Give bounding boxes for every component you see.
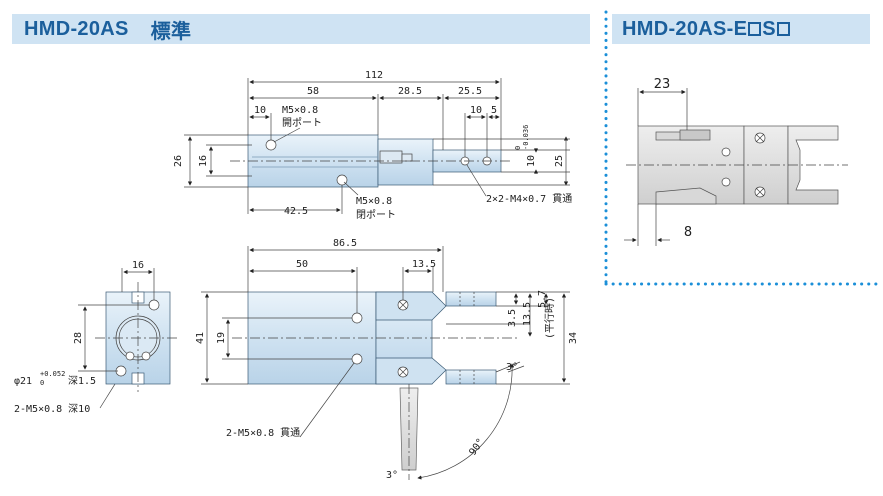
dim-side-5-7: 5.7 <box>537 290 548 308</box>
dim-side-13-5: 13.5 <box>412 259 436 270</box>
angle-90: 90° <box>467 437 486 458</box>
dim-side-19: 19 <box>216 332 227 344</box>
option-view <box>624 88 848 246</box>
dim-top-26: 26 <box>173 155 184 167</box>
bore-depth: 深1.5 <box>68 375 96 387</box>
angle-3-top: 3° <box>506 362 518 373</box>
header-option: HMD-20AS-E S <box>612 14 870 44</box>
dim-side-3-5: 3.5 <box>507 309 518 327</box>
variant-label: 標準 <box>150 20 192 43</box>
port-close-label: M5×0.8 <box>356 196 392 207</box>
option-mid: S <box>762 17 776 40</box>
header-standard: HMD-20AS 標準 <box>12 14 590 44</box>
dim-side-41: 41 <box>195 332 206 344</box>
end-view <box>78 268 180 392</box>
dim-opt-23: 23 <box>654 77 671 92</box>
bore-tol-upper: +0.052 <box>40 370 65 378</box>
option-prefix: HMD-20AS-E <box>622 17 748 40</box>
dim-top-16: 16 <box>198 155 209 167</box>
taps-label: 2-M5×0.8 深10 <box>14 403 90 415</box>
dim-opt-8: 8 <box>684 225 692 240</box>
angle-3-bottom: 3° <box>386 470 398 481</box>
tol-lower: -0.036 <box>522 125 530 150</box>
dim-end-16: 16 <box>132 260 144 271</box>
port-open-sub: 開ポート <box>282 117 322 129</box>
placeholder-box-2 <box>776 22 790 36</box>
dim-top-58: 58 <box>307 86 319 97</box>
dim-top-25: 25 <box>554 155 565 167</box>
top-view <box>184 78 570 214</box>
bore-tol-zero: 0 <box>40 379 44 387</box>
port-close-sub: 閉ポート <box>356 209 396 221</box>
dim-side-50: 50 <box>296 259 308 270</box>
dim-end-28: 28 <box>73 332 84 344</box>
dim-top-25-5: 25.5 <box>458 86 482 97</box>
dim-top-10a: 10 <box>254 105 266 116</box>
dim-top-10b: 10 <box>470 105 482 116</box>
port-open-label: M5×0.8 <box>282 105 318 116</box>
mount-holes-label: 2-M5×0.8 貫通 <box>226 427 300 439</box>
tol-upper: 0 <box>514 146 522 150</box>
dim-side-13-5v: 13.5 <box>522 302 533 326</box>
dim-top-5: 5 <box>491 105 497 116</box>
dim-side-34: 34 <box>568 332 579 344</box>
bore-label: φ21 <box>14 376 32 387</box>
placeholder-box-1 <box>748 22 762 36</box>
dim-jaw-width: 10 <box>526 155 537 167</box>
dim-top-28-5: 28.5 <box>398 86 422 97</box>
dim-top-42-5: 42.5 <box>284 206 308 217</box>
parallel-note: (平行時) <box>543 297 556 339</box>
dim-side-86-5: 86.5 <box>333 238 357 249</box>
thru-holes-label: 2×2-M4×0.7 貫通 <box>486 193 572 205</box>
side-view <box>99 246 570 480</box>
model-title: HMD-20AS <box>24 17 129 40</box>
dim-top-112: 112 <box>365 70 383 81</box>
